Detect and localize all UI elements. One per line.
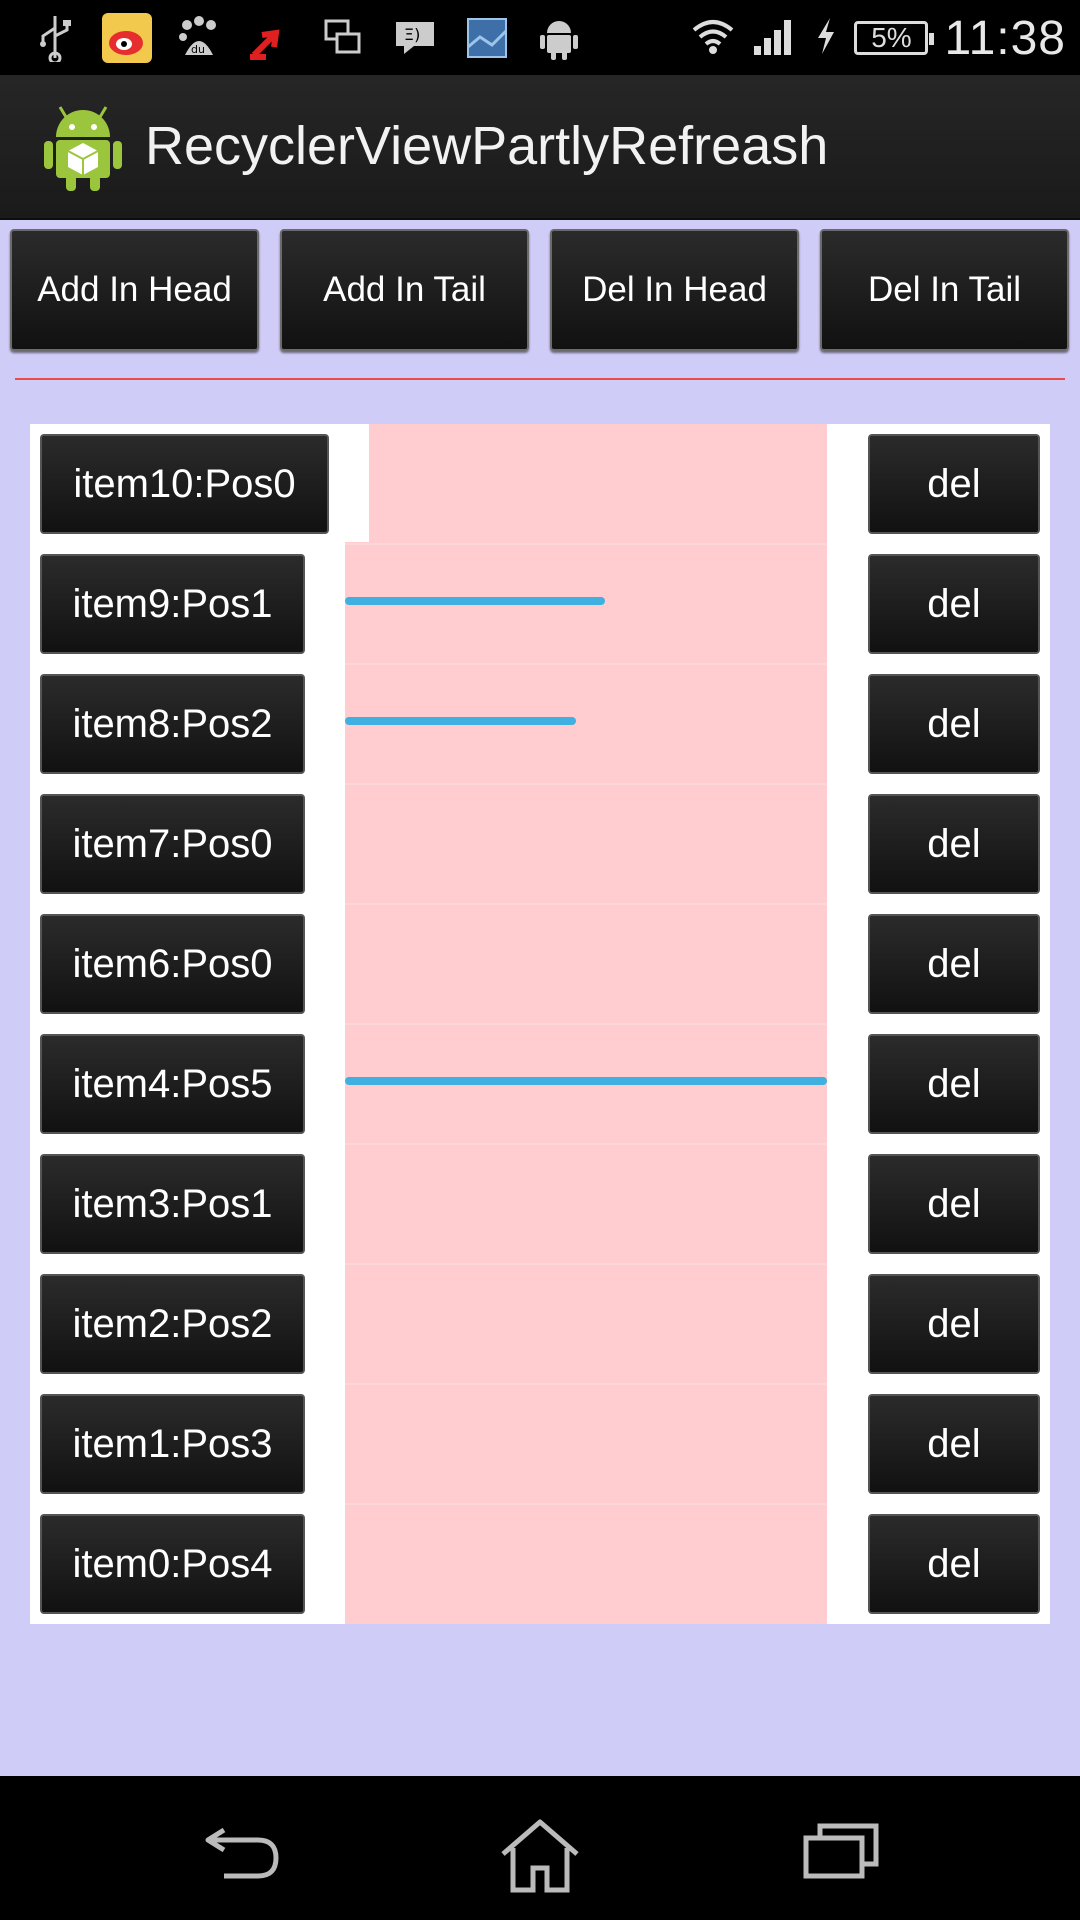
app-title: RecyclerViewPartlyRefreash xyxy=(145,116,829,176)
svg-text:du: du xyxy=(191,43,205,56)
weibo-icon xyxy=(102,13,152,63)
wifi-icon xyxy=(690,16,736,61)
delete-item-button[interactable]: del xyxy=(868,554,1040,654)
navigation-bar xyxy=(0,1776,1080,1920)
battery-icon: 5% xyxy=(854,21,935,55)
list-item-button[interactable]: item9:Pos1 xyxy=(40,554,305,654)
home-icon[interactable] xyxy=(495,1816,585,1893)
row-separator xyxy=(345,663,827,665)
back-icon[interactable] xyxy=(200,1816,290,1886)
top-button-bar: Add In Head Add In Tail Del In Head Del … xyxy=(10,229,1070,352)
list-item-button[interactable]: item2:Pos2 xyxy=(40,1274,305,1374)
usb-icon xyxy=(30,13,80,63)
progress-bar xyxy=(345,717,576,725)
svg-text:Ξ): Ξ) xyxy=(404,25,420,44)
delete-item-button[interactable]: del xyxy=(868,1514,1040,1614)
delete-item-button[interactable]: del xyxy=(868,914,1040,1014)
row-separator xyxy=(345,783,827,785)
screens-icon xyxy=(318,13,368,63)
delete-item-button[interactable]: del xyxy=(868,1274,1040,1374)
add-in-head-button[interactable]: Add In Head xyxy=(10,229,259,351)
battery-level: 5% xyxy=(871,22,912,53)
divider-line xyxy=(15,378,1065,380)
action-bar: RecyclerViewPartlyRefreash xyxy=(0,75,1080,220)
list-item-button[interactable]: item1:Pos3 xyxy=(40,1394,305,1494)
list-item-button[interactable]: item6:Pos0 xyxy=(40,914,305,1014)
del-in-tail-button[interactable]: Del In Tail xyxy=(820,229,1069,351)
row-separator xyxy=(345,1503,827,1505)
delete-item-button[interactable]: del xyxy=(868,1034,1040,1134)
list-item-button[interactable]: item10:Pos0 xyxy=(40,434,329,534)
list-item-button[interactable]: item4:Pos5 xyxy=(40,1034,305,1134)
android-icon xyxy=(534,13,584,63)
baidu-icon: du xyxy=(174,13,224,63)
row-separator xyxy=(345,903,827,905)
list-item-button[interactable]: item0:Pos4 xyxy=(40,1514,305,1614)
delete-item-button[interactable]: del xyxy=(868,674,1040,774)
list-item-button[interactable]: item3:Pos1 xyxy=(40,1154,305,1254)
app-launcher-icon xyxy=(44,103,122,193)
row-separator xyxy=(345,1023,827,1025)
list-item-button[interactable]: item8:Pos2 xyxy=(40,674,305,774)
signal-icon xyxy=(752,16,798,61)
message-icon: Ξ) xyxy=(390,13,440,63)
charging-icon xyxy=(814,16,838,61)
add-in-tail-button[interactable]: Add In Tail xyxy=(280,229,529,351)
progress-bar xyxy=(345,597,605,605)
delete-item-button[interactable]: del xyxy=(868,1154,1040,1254)
status-icons-left: du Ξ) xyxy=(30,10,584,66)
gallery-icon xyxy=(462,13,512,63)
row-separator xyxy=(345,1263,827,1265)
delete-item-button[interactable]: del xyxy=(868,794,1040,894)
status-icons-right: 5% 11:38 xyxy=(690,8,1066,68)
delete-item-button[interactable]: del xyxy=(868,1394,1040,1494)
list-item-button[interactable]: item7:Pos0 xyxy=(40,794,305,894)
upload-icon xyxy=(246,13,296,63)
progress-bar xyxy=(345,1077,827,1085)
recent-apps-icon[interactable] xyxy=(800,1816,890,1886)
del-in-head-button[interactable]: Del In Head xyxy=(550,229,799,351)
row-separator xyxy=(345,543,827,545)
delete-item-button[interactable]: del xyxy=(868,434,1040,534)
status-bar: du Ξ) 5% 11:38 xyxy=(0,0,1080,75)
row-separator xyxy=(345,1143,827,1145)
row-separator xyxy=(345,1383,827,1385)
status-clock: 11:38 xyxy=(944,11,1066,65)
